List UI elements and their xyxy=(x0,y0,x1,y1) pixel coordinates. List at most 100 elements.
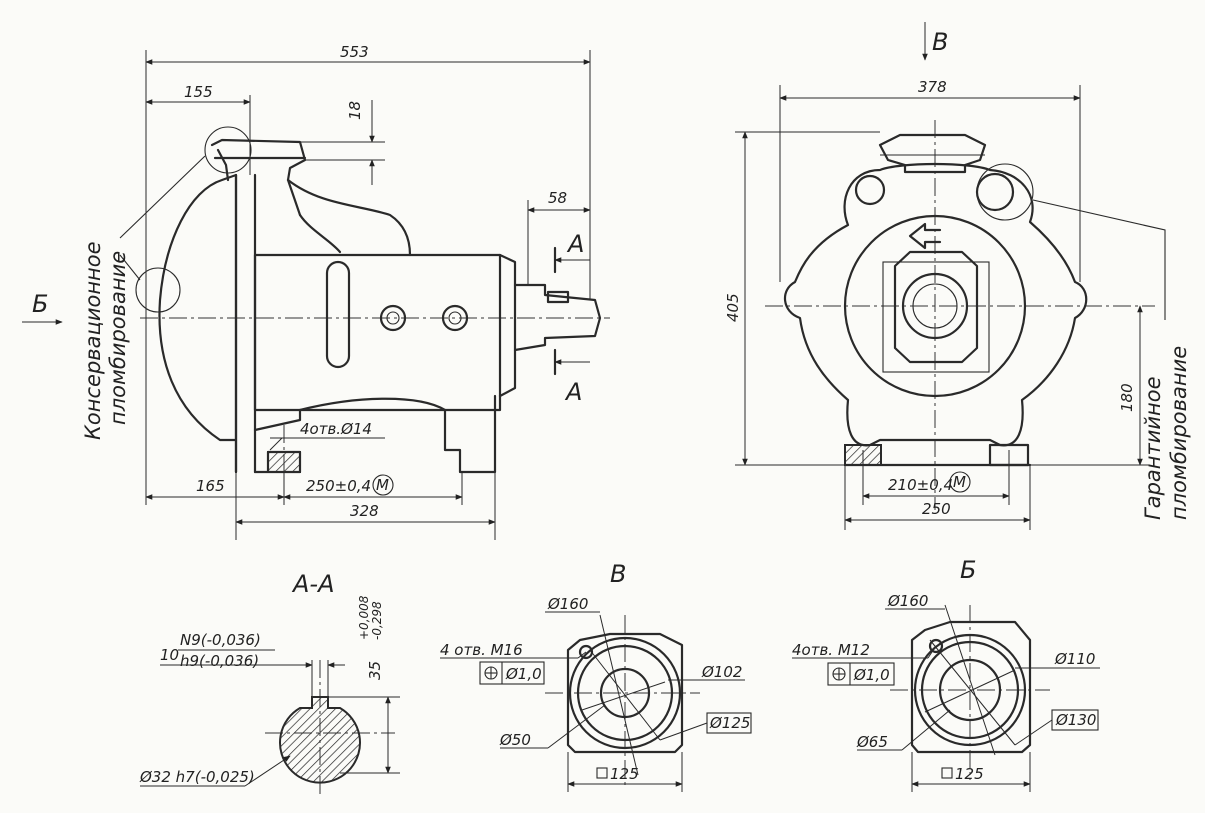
flange-v-plate xyxy=(566,632,684,754)
flange-b-inner-dia: Ø110 xyxy=(1054,650,1095,668)
shaft-section-hatch xyxy=(279,696,361,784)
flange-v-boxed-dia: Ø125 xyxy=(709,714,750,732)
flange-v-50-tip xyxy=(547,704,606,749)
inspection-slot xyxy=(325,260,351,369)
front-bearing-frame xyxy=(882,261,990,373)
square-symbol-icon xyxy=(596,767,608,779)
flange-v-boxed-leader xyxy=(659,722,708,741)
seal-circle-top xyxy=(204,126,252,174)
dim-328: 328 xyxy=(350,502,379,520)
section-aa: А-А 10 N9(-0,036) h9(-0,036) 35 +0,008 -… xyxy=(139,570,400,795)
flange-v-dia-line-3 xyxy=(599,614,639,776)
flange-v-dia-line-2 xyxy=(581,681,666,711)
view-label-v: В xyxy=(932,28,948,56)
seal-leader-1 xyxy=(119,155,206,239)
dim-250-front: 250 xyxy=(922,500,951,518)
front-inner-ring xyxy=(843,214,1027,398)
flange-b-title: Б xyxy=(960,556,976,584)
rotation-arrow-icon xyxy=(908,222,942,250)
dim-250-tol: 250±0,4 xyxy=(306,477,371,495)
flange-b-inner-ring xyxy=(920,640,1020,740)
dim-18: 18 xyxy=(346,101,364,120)
upper-inner-curve xyxy=(298,213,342,254)
section-label-bottom: А xyxy=(564,378,582,406)
guarantee-seal-leader xyxy=(1032,199,1166,320)
front-outer-casing xyxy=(784,162,1088,447)
dim-58: 58 xyxy=(548,189,567,207)
flange-v-position-tol: Ø1,0 xyxy=(505,665,542,683)
rear-foot xyxy=(298,394,497,474)
dim-553: 553 xyxy=(340,43,369,61)
flange-v-bore xyxy=(599,667,651,719)
plug-circle-2 xyxy=(441,304,469,332)
flange-b-dia-line-1 xyxy=(929,639,1016,746)
flange-v-square-size: 125 xyxy=(610,765,639,783)
flange-b: Б Ø160 4отв. М12 Ø1,0 Ø110 Ø65 Ø130 xyxy=(792,556,1100,792)
flange-b-65-tip xyxy=(901,709,951,751)
front-shaft-inner xyxy=(912,283,958,329)
plug-inner-2 xyxy=(448,311,462,325)
dim-155: 155 xyxy=(184,83,213,101)
flange-b-bore xyxy=(938,658,1002,722)
flange-b-boxed-dia: Ø130 xyxy=(1055,711,1096,729)
shaft xyxy=(513,283,602,352)
lug-circle-left xyxy=(854,174,886,206)
flange-b-square-size: 125 xyxy=(955,765,984,783)
flange-b-boxed-leader xyxy=(1014,719,1053,746)
dim-405: 405 xyxy=(724,293,742,322)
flange-b-dia-line-3 xyxy=(944,604,996,756)
flange-v: В Ø160 4 отв. М16 Ø1,0 Ø102 Ø50 Ø125 xyxy=(440,560,752,792)
side-view: Консервационное пломбирование Б А А 553 … xyxy=(22,43,610,540)
seal-leader-2 xyxy=(119,254,141,281)
flange-b-holes-note: 4отв. М12 xyxy=(792,641,870,659)
guarantee-note-line2: пломбирование xyxy=(1167,346,1191,520)
seal-circle-front xyxy=(976,163,1034,221)
dim-165: 165 xyxy=(196,477,225,495)
mark-m-circle-front xyxy=(949,471,971,493)
plug-inner-1 xyxy=(386,311,400,325)
flange-v-bolt-circle xyxy=(568,636,682,750)
view-label-b: Б xyxy=(32,290,48,318)
guarantee-note-line1: Гарантийное xyxy=(1141,376,1165,520)
front-shaft-circle xyxy=(901,272,969,340)
plug-circle-1 xyxy=(379,304,407,332)
key-depth-tol-lower: -0,298 xyxy=(370,601,384,640)
dim-180: 180 xyxy=(1118,383,1136,412)
flange-b-bore-dia: Ø65 xyxy=(856,733,888,751)
flange-v-bolt-circle-dia: Ø160 xyxy=(547,595,588,613)
mark-m-circle-side xyxy=(372,474,394,496)
flange-v-title: В xyxy=(610,560,626,588)
front-top-nozzle xyxy=(878,133,987,174)
flange-v-inner-dia: Ø102 xyxy=(701,663,742,681)
section-label-top: А xyxy=(566,230,584,258)
key-depth: 35 xyxy=(366,661,384,680)
flange-v-inner-ring xyxy=(576,644,674,742)
holes-note-side: 4отв.Ø14 xyxy=(300,420,372,438)
bearing-housing xyxy=(253,253,502,412)
seal-note-line1: Консервационное xyxy=(81,241,105,440)
flange-b-bolt-circle-dia: Ø160 xyxy=(887,592,928,610)
seal-note-line2: пломбирование xyxy=(106,251,130,425)
shaft-diameter: Ø32 h7(-0,025) xyxy=(139,768,255,786)
shaft-key xyxy=(546,290,570,304)
dim-378: 378 xyxy=(918,78,947,96)
flange-b-bolt-circle xyxy=(913,633,1027,747)
upper-volute-curve xyxy=(286,178,412,257)
flange-v-tol-frame xyxy=(479,661,545,685)
key-width-prefix: 10 xyxy=(160,646,179,664)
housing-cap xyxy=(498,253,517,398)
lug-circle-right xyxy=(975,172,1015,212)
flange-b-holes-tip xyxy=(927,645,937,659)
casing-flange-lines xyxy=(234,173,257,474)
front-bearing-square xyxy=(893,250,979,364)
shaft-dia-arrow xyxy=(244,755,291,787)
dim-210-tol: 210±0,4 xyxy=(888,476,953,494)
flange-b-tol-frame xyxy=(827,662,895,686)
section-aa-title: А-А xyxy=(291,570,335,598)
mark-m-side: М xyxy=(376,476,389,494)
flange-v-bore-dia: Ø50 xyxy=(499,731,531,749)
flange-v-holes-note: 4 отв. М16 xyxy=(440,641,523,659)
flange-b-plate xyxy=(910,620,1032,754)
flange-b-bolt-hole xyxy=(928,638,944,654)
flange-b-dia-line-2 xyxy=(924,669,1016,713)
